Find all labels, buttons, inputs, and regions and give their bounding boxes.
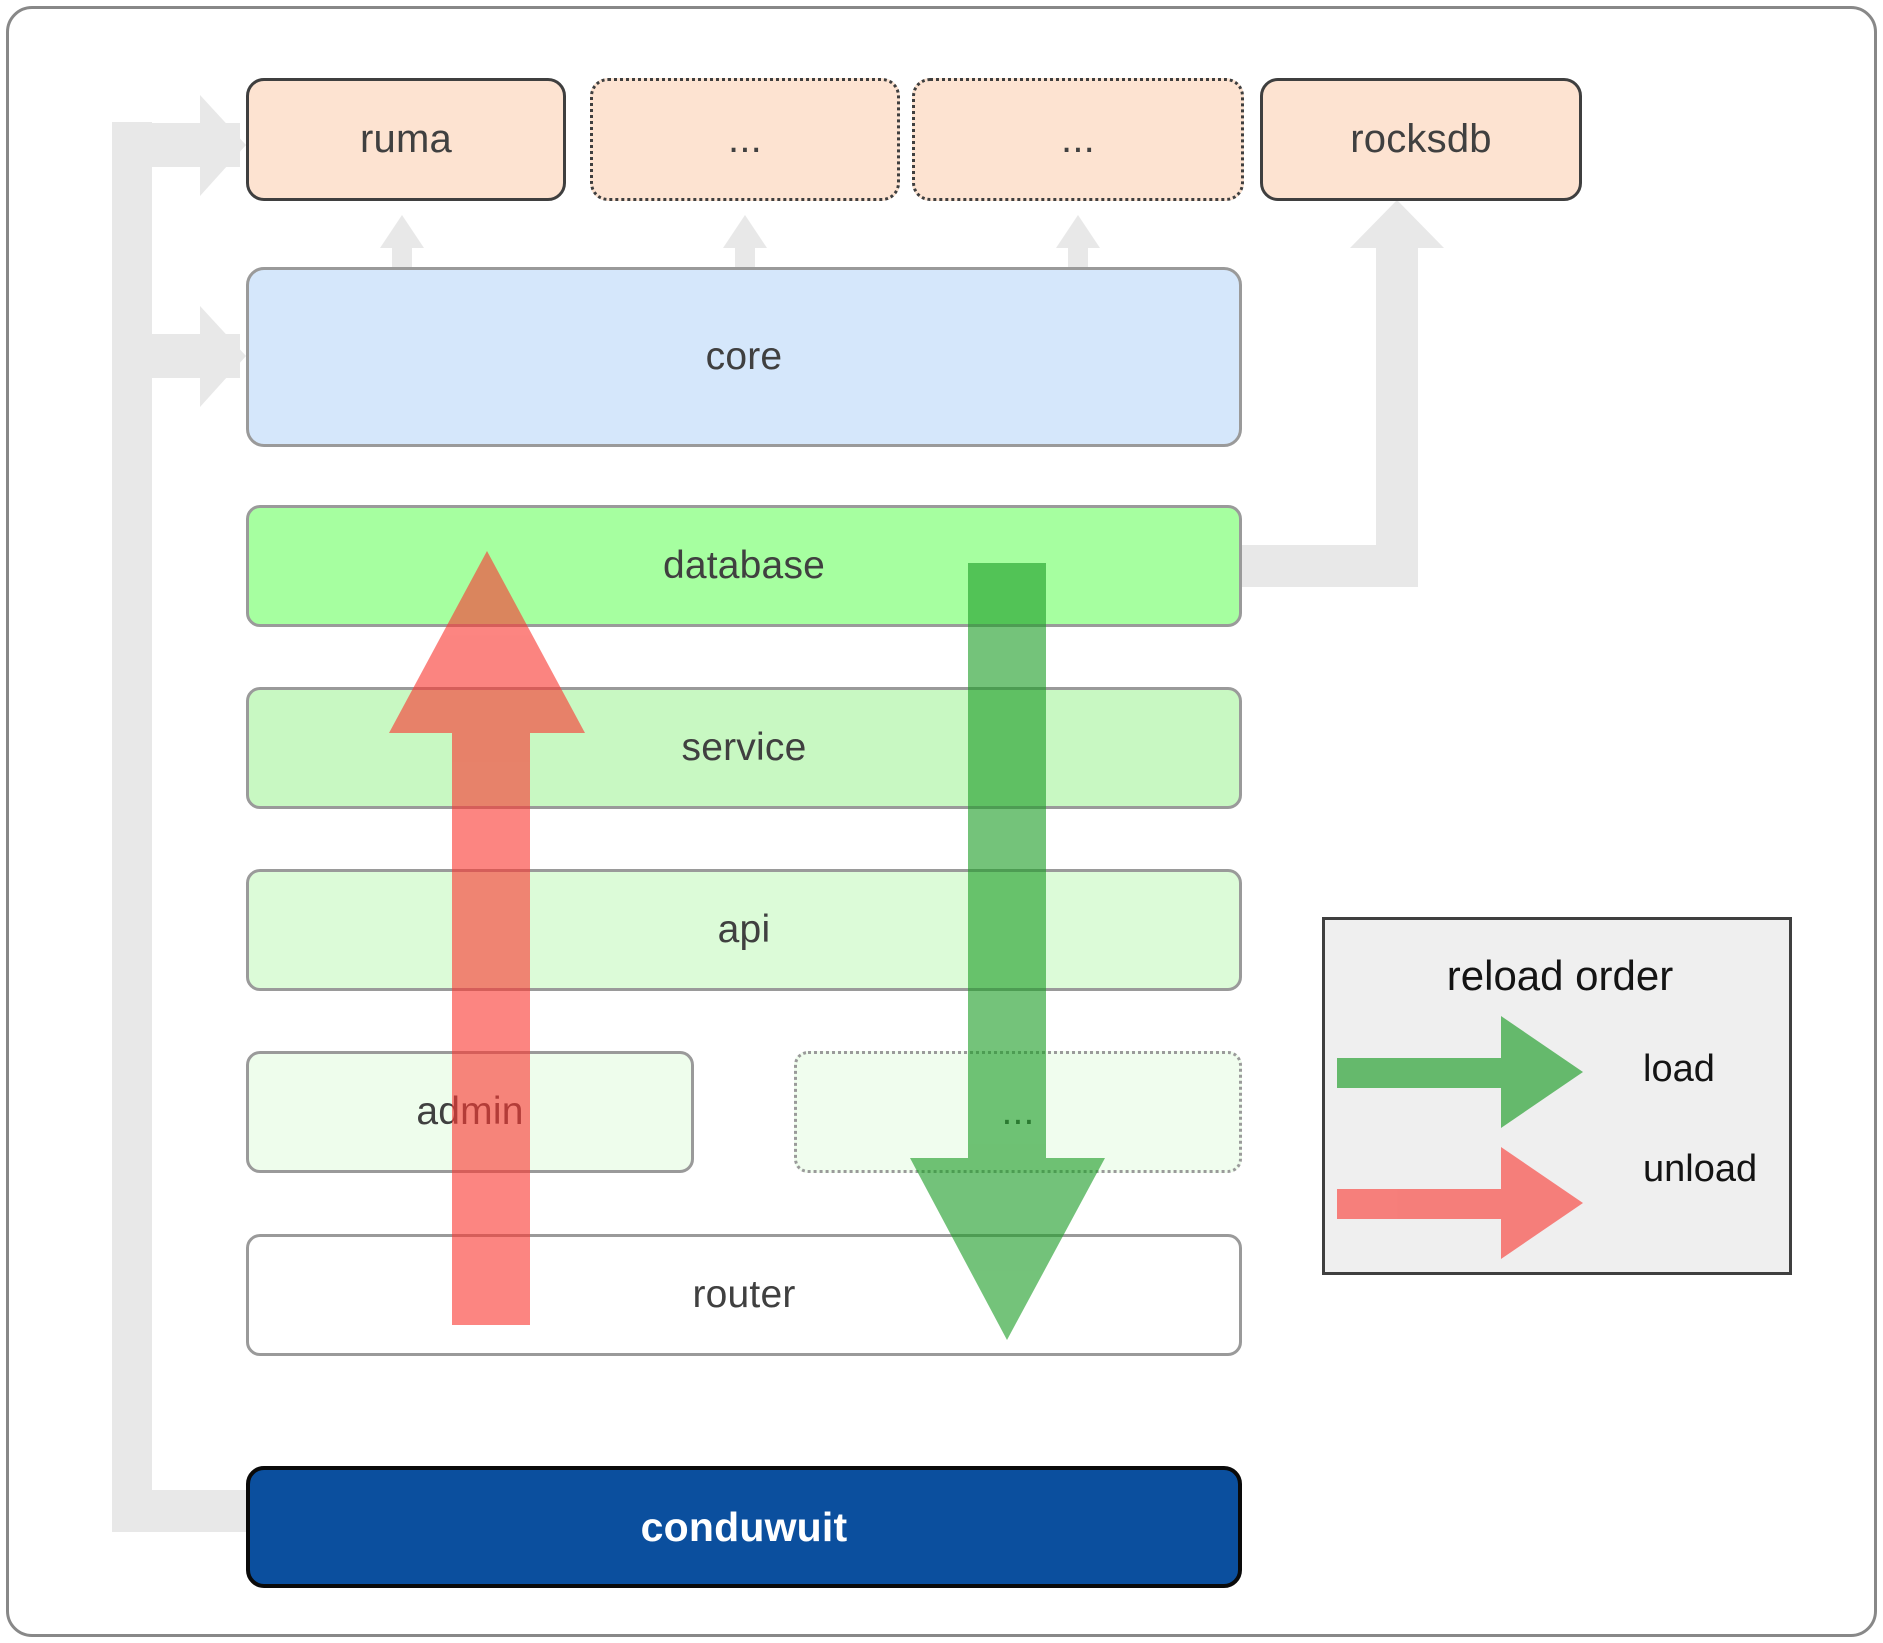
connector-head-core	[200, 306, 246, 407]
layer-box-core[interactable]: core	[246, 267, 1242, 447]
dependency-label: ruma	[360, 117, 452, 161]
legend-unload-arrow	[1337, 1147, 1583, 1259]
dependency-box-ruma[interactable]: ruma	[246, 78, 566, 201]
dependency-label: rocksdb	[1350, 117, 1492, 161]
legend-label-unload: unload	[1643, 1148, 1758, 1190]
connector-head-ruma	[200, 95, 246, 196]
load-arrow-head	[910, 1158, 1105, 1340]
legend-label-load: load	[1643, 1048, 1715, 1090]
layer-box-database[interactable]: database	[246, 505, 1242, 627]
connector-stub-root	[112, 1490, 252, 1532]
connector-left-spine	[112, 140, 244, 1531]
dependency-box-rocksdb[interactable]: rocksdb	[1260, 78, 1582, 201]
dependency-label: ...	[728, 117, 762, 161]
legend-arrows	[1337, 1016, 1583, 1259]
unload-arrow-shaft	[452, 640, 530, 1325]
unload-arrow	[389, 551, 585, 1325]
legend-load-arrow	[1337, 1016, 1583, 1128]
connector-head-rocksdb	[1350, 200, 1444, 248]
layer-box-router[interactable]: router	[246, 1234, 1242, 1356]
layer-label: database	[662, 544, 826, 587]
dependency-box-etc-1[interactable]: ...	[590, 78, 900, 201]
layer-label: router	[692, 1273, 796, 1316]
connector-right-vertical	[1376, 235, 1418, 587]
unload-arrow-head	[389, 551, 585, 733]
layer-label: service	[681, 726, 807, 769]
root-box-conduwuit[interactable]: conduwuit	[246, 1466, 1242, 1588]
legend-panel: reload order load unload	[1322, 917, 1792, 1275]
layer-label: api	[717, 908, 771, 951]
layer-label: core	[705, 335, 783, 378]
legend-title: reload order	[1446, 952, 1674, 999]
root-label: conduwuit	[640, 1503, 848, 1550]
load-arrow-shaft	[968, 563, 1046, 1253]
dependency-box-etc-2[interactable]: ...	[912, 78, 1244, 201]
load-arrow	[910, 563, 1105, 1340]
dependency-label: ...	[1061, 117, 1095, 161]
layer-box-api[interactable]: api	[246, 869, 1242, 991]
